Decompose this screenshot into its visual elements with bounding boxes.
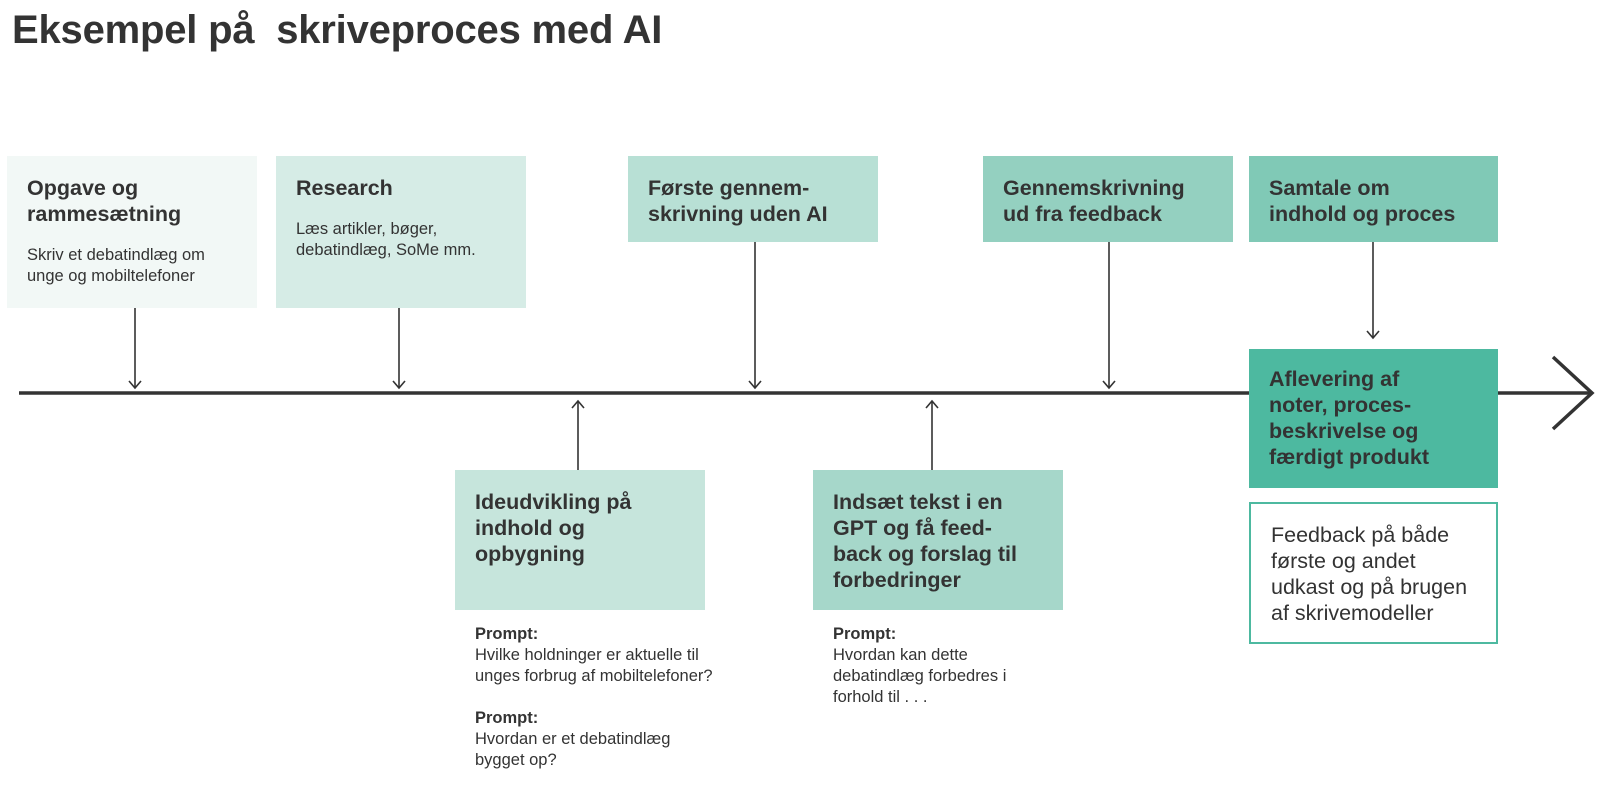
prompt-text: Hvordan kan dette debatindlæg forbedres … [833, 646, 1007, 706]
step-opgave: Opgave og rammesætning Skriv et debatind… [7, 156, 257, 308]
prompt-block: Prompt: Hvordan er et debatindlæg bygget… [475, 708, 765, 771]
connector-down-samtale [1366, 242, 1380, 340]
step-description: Læs artikler, bøger, debatindlæg, SoMe m… [296, 220, 476, 259]
step-gennemskrivning-feedback: Gennemskrivning ud fra feedback [983, 156, 1233, 242]
step-research: Research Læs artikler, bøger, debatindlæ… [276, 156, 526, 308]
step-heading: Samtale om indhold og proces [1269, 176, 1456, 226]
prompt-label: Prompt: [833, 625, 897, 643]
step-description: Skriv et debatindlæg om unge og mobiltel… [27, 246, 205, 285]
prompt-label: Prompt: [475, 625, 539, 643]
step-heading: Gennemskrivning ud fra feedback [1003, 176, 1185, 226]
prompts-ideudvikling: Prompt: Hvilke holdninger er aktuelle ti… [475, 624, 765, 771]
step-heading: Første gennem- skrivning uden AI [648, 176, 828, 226]
step-foerste-gennemskrivning: Første gennem- skrivning uden AI [628, 156, 878, 242]
connector-up-ideudvikling [571, 399, 585, 470]
feedback-note: Feedback på både første og andet udkast … [1249, 502, 1498, 644]
connector-up-feedback [925, 399, 939, 470]
step-ideudvikling: Ideudvikling på indhold og opbygning [455, 470, 705, 610]
prompts-feedback: Prompt: Hvordan kan dette debatindlæg fo… [833, 624, 1123, 708]
step-heading: Opgave og rammesætning [27, 176, 182, 226]
prompt-block: Prompt: Hvordan kan dette debatindlæg fo… [833, 624, 1123, 708]
prompt-block: Prompt: Hvilke holdninger er aktuelle ti… [475, 624, 765, 687]
step-indsaet-tekst: Indsæt tekst i en GPT og få feed- back o… [813, 470, 1063, 610]
step-heading: Indsæt tekst i en GPT og få feed- back o… [833, 490, 1017, 592]
step-samtale: Samtale om indhold og proces [1249, 156, 1498, 242]
prompt-label: Prompt: [475, 709, 539, 727]
prompt-text: Hvordan er et debatindlæg bygget op? [475, 730, 671, 769]
connector-down-foerste [748, 242, 762, 390]
step-heading: Research [296, 176, 393, 200]
connector-down-opgave [128, 308, 142, 390]
step-aflevering: Aflevering af noter, proces- beskrivelse… [1249, 349, 1498, 488]
connector-down-research [392, 308, 406, 390]
step-heading: Aflevering af noter, proces- beskrivelse… [1269, 367, 1430, 469]
connector-down-gennemskrivning [1102, 242, 1116, 390]
page-title: Eksempel på skriveproces med AI [12, 8, 663, 52]
timeline-arrowhead [1551, 355, 1595, 431]
step-heading: Ideudvikling på indhold og opbygning [475, 490, 632, 566]
prompt-text: Hvilke holdninger er aktuelle til unges … [475, 646, 713, 685]
